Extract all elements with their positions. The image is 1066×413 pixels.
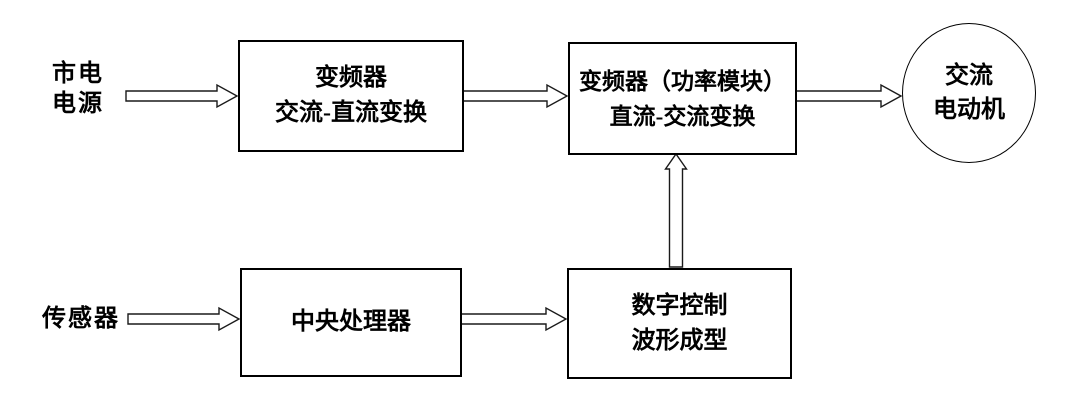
arrow-acdc-to-dcac (458, 83, 569, 109)
box-central-processor: 中央处理器 (240, 268, 462, 377)
box-inverter-power-module-dcac: 变频器（功率模块） 直流-交流变换 (568, 42, 797, 155)
circle-ac-motor-line2: 电动机 (933, 97, 1005, 123)
arrow-sensor-to-cpu (127, 306, 241, 332)
box-inverter-power-module-line1: 变频器（功率模块） (579, 68, 786, 94)
circle-ac-motor: 交流 电动机 (902, 23, 1036, 163)
arrow-cpu-to-waveform (458, 306, 568, 332)
box-central-processor-line1: 中央处理器 (291, 309, 411, 335)
box-digital-control-waveform: 数字控制 波形成型 (567, 268, 792, 379)
arrow-mains-to-acdc (125, 83, 239, 109)
box-inverter-acdc: 变频器 交流-直流变换 (238, 40, 464, 152)
label-sensor: 传感器 (34, 303, 128, 335)
arrow-dcac-to-motor (793, 83, 903, 109)
box-inverter-acdc-line1: 变频器 (315, 65, 387, 91)
label-mains-power-line2: 电源 (52, 91, 104, 117)
box-digital-control-line1: 数字控制 (631, 292, 728, 319)
label-sensor-line1: 传感器 (42, 306, 120, 332)
box-inverter-power-module-line2: 直流-交流变换 (609, 103, 756, 129)
label-mains-power-line1: 市电 (52, 61, 104, 87)
arrow-waveform-to-dcac (664, 152, 688, 268)
box-inverter-acdc-line2: 交流-直流变换 (275, 100, 427, 126)
circle-ac-motor-line1: 交流 (945, 63, 993, 89)
label-mains-power: 市电 电源 (36, 58, 120, 120)
box-digital-control-line2: 波形成型 (631, 327, 728, 354)
